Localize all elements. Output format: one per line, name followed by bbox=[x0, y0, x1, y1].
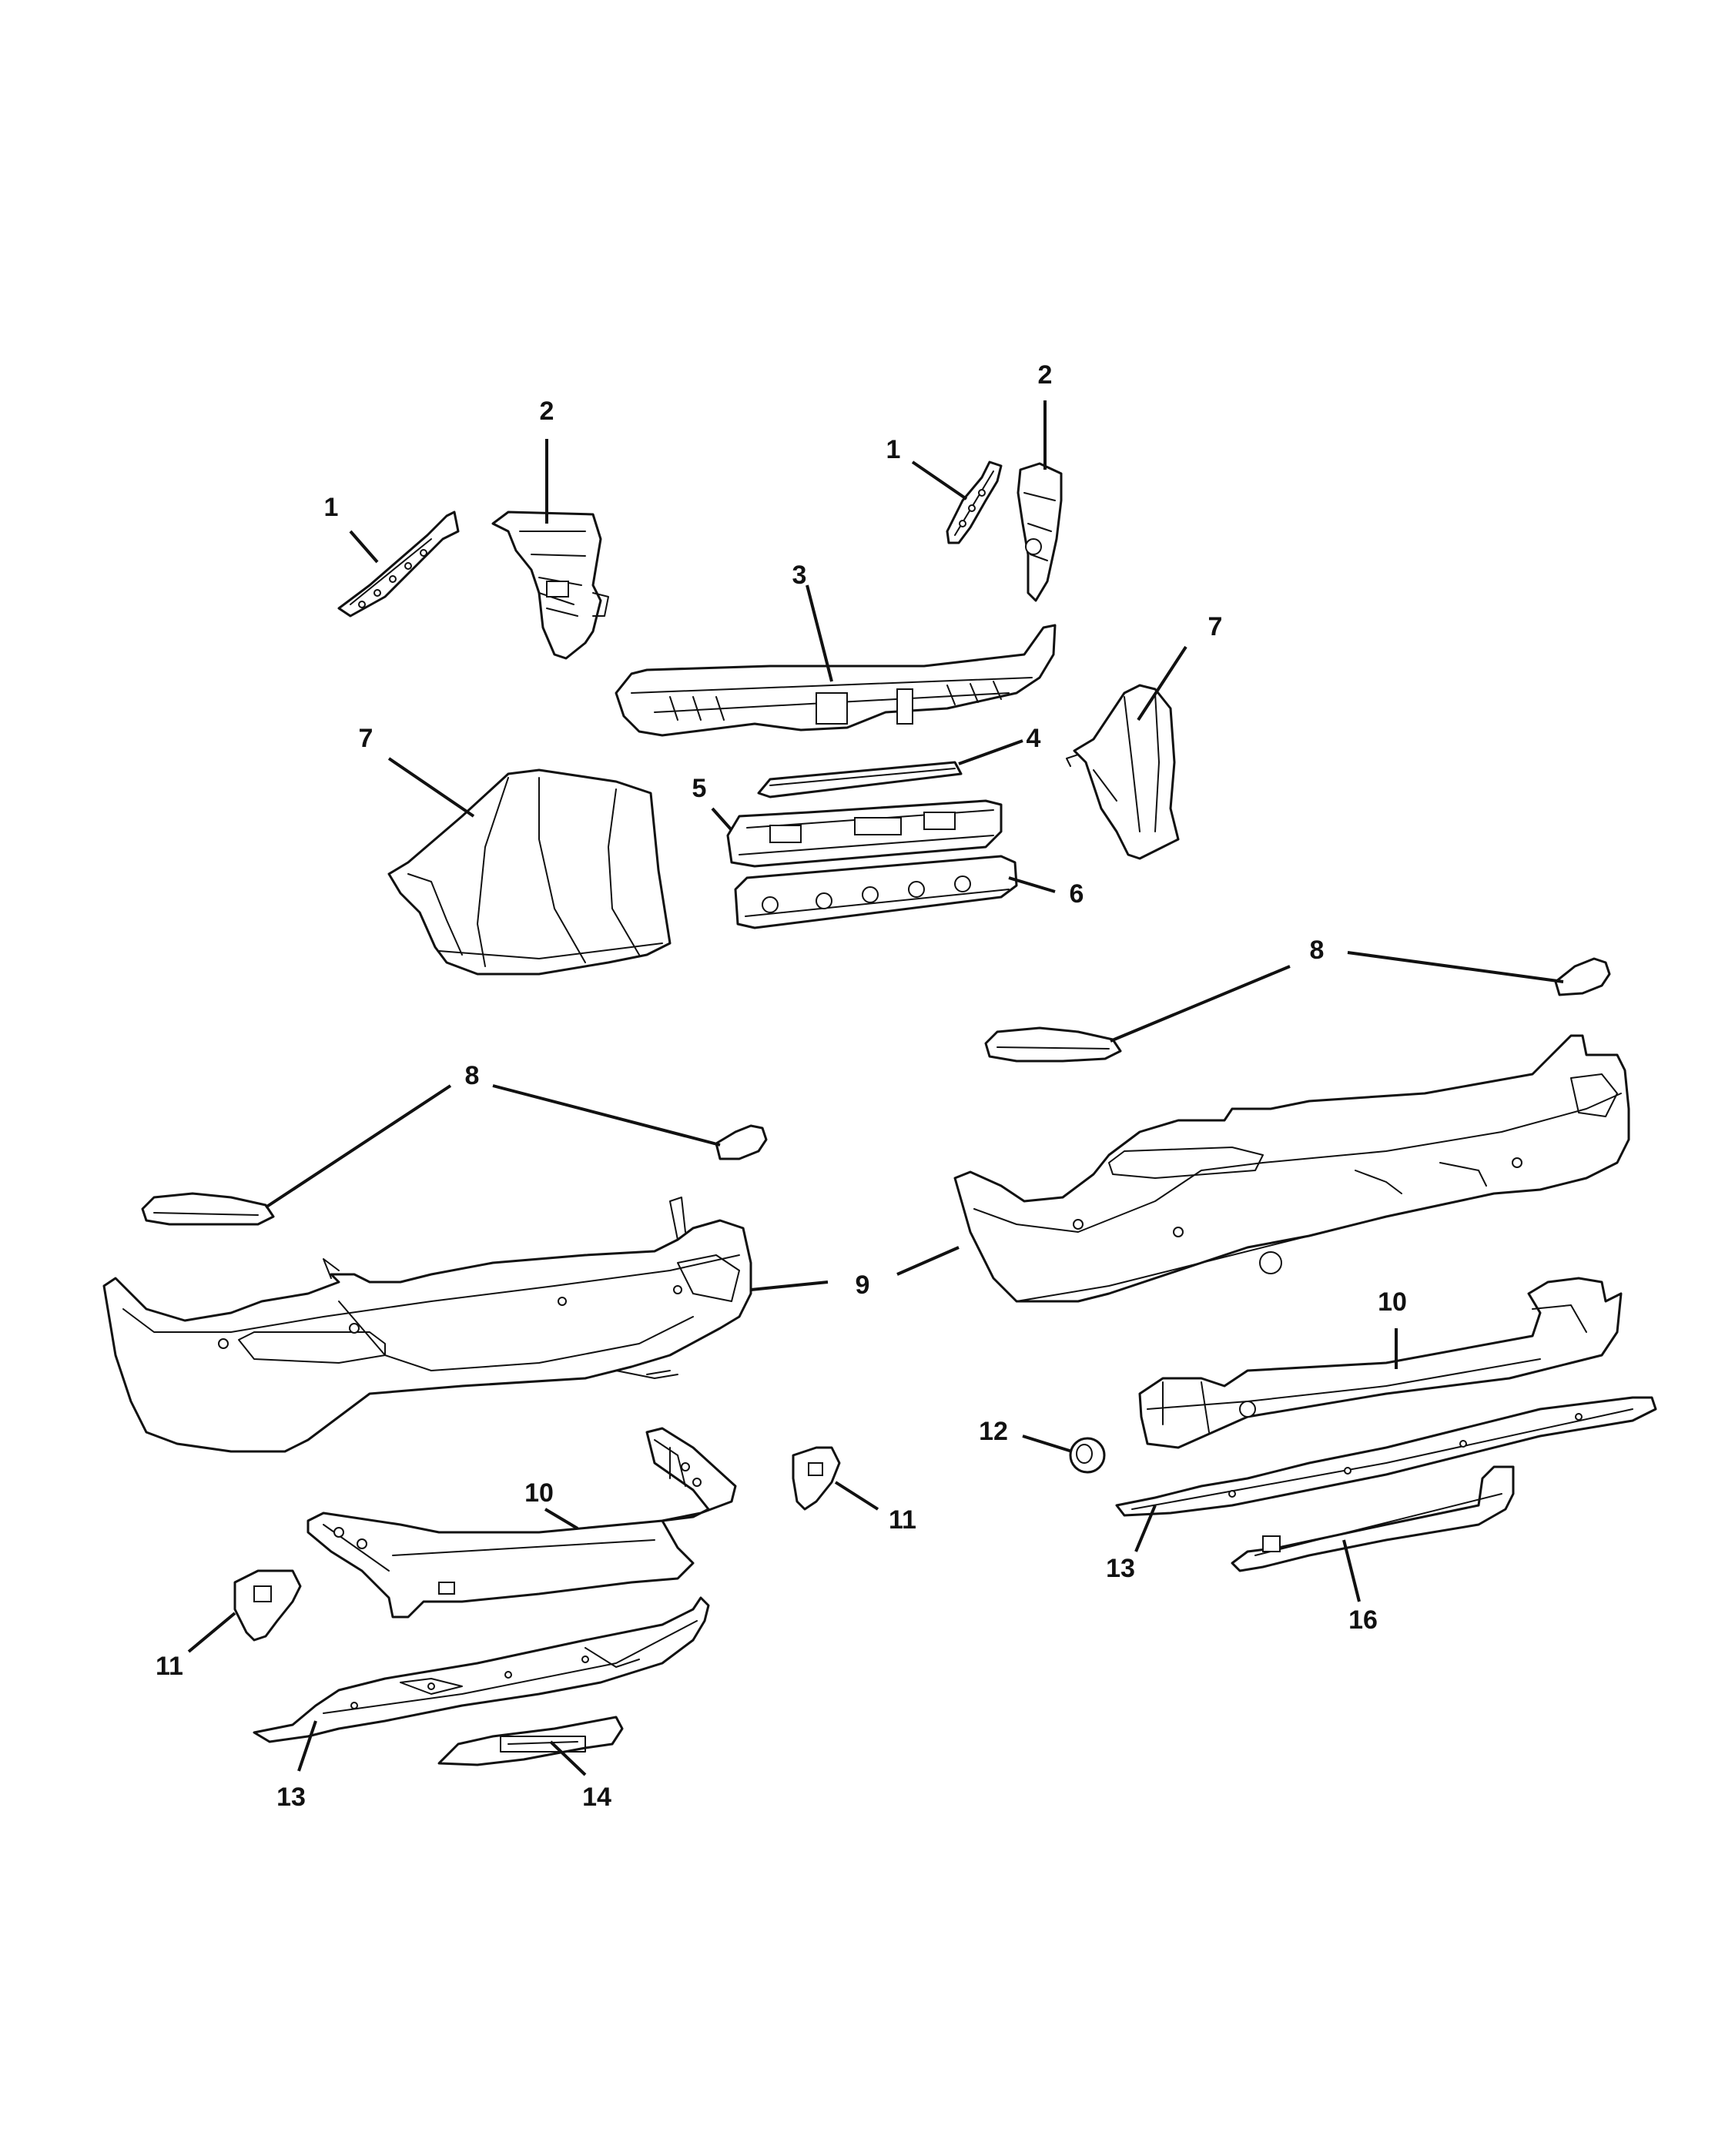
callout-11-left: 11 bbox=[156, 1652, 183, 1681]
callout-7-left: 7 bbox=[359, 724, 373, 753]
part-5-energy-absorber bbox=[726, 799, 1003, 868]
part-8-right-pad-a bbox=[984, 1026, 1122, 1063]
callout-labels: 1 1 2 2 3 4 5 6 7 7 8 8 9 10 10 11 11 12… bbox=[156, 360, 1407, 1812]
part-3-support-beam bbox=[615, 624, 1057, 737]
part-13-left-trim bbox=[253, 1596, 710, 1743]
part-7-right-corner bbox=[1066, 684, 1180, 860]
part-8-left-pad-b bbox=[715, 1124, 768, 1160]
part-12-plug bbox=[1069, 1437, 1106, 1474]
callout-8-right: 8 bbox=[1310, 936, 1325, 965]
part-2-right-bracket bbox=[1017, 462, 1063, 602]
callout-5: 5 bbox=[692, 774, 707, 803]
callout-6: 6 bbox=[1070, 879, 1084, 909]
callout-11-right: 11 bbox=[889, 1505, 916, 1535]
callout-12: 12 bbox=[979, 1417, 1008, 1446]
part-14-left-applique bbox=[437, 1716, 624, 1766]
callout-14: 14 bbox=[582, 1783, 611, 1812]
callout-16: 16 bbox=[1348, 1605, 1378, 1635]
callout-7-right: 7 bbox=[1208, 612, 1223, 641]
part-11-right-plate bbox=[792, 1446, 841, 1511]
part-10-right-beam bbox=[1138, 1277, 1623, 1449]
part-6-lower-absorber bbox=[734, 855, 1018, 929]
callout-3: 3 bbox=[792, 561, 807, 590]
part-7-left-corner bbox=[387, 768, 672, 976]
callout-10-right: 10 bbox=[1378, 1287, 1407, 1317]
part-9-right-fascia bbox=[953, 1034, 1630, 1303]
part-9-left-fascia bbox=[102, 1197, 752, 1453]
part-10-left-beam bbox=[306, 1427, 737, 1619]
part-4-strip bbox=[757, 761, 963, 798]
callout-9: 9 bbox=[856, 1270, 870, 1300]
part-8-left-pad-a bbox=[141, 1192, 275, 1226]
callout-1-left: 1 bbox=[324, 493, 339, 522]
part-1-right-bracket bbox=[946, 460, 1003, 544]
part-11-left-plate bbox=[233, 1569, 302, 1642]
callout-8-left: 8 bbox=[465, 1061, 480, 1090]
callout-2-right: 2 bbox=[1038, 360, 1053, 390]
callout-13-left: 13 bbox=[276, 1783, 306, 1812]
part-16-right-applique bbox=[1231, 1465, 1515, 1572]
leader-lines bbox=[187, 400, 1564, 1776]
part-1-left-bracket bbox=[337, 511, 460, 618]
part-2-left-bracket bbox=[491, 511, 609, 660]
callout-1-right: 1 bbox=[886, 435, 901, 464]
callout-10-left: 10 bbox=[524, 1478, 554, 1508]
callout-13-right: 13 bbox=[1106, 1554, 1135, 1583]
callout-2-left: 2 bbox=[540, 397, 554, 426]
callout-4: 4 bbox=[1027, 724, 1041, 753]
part-13-right-trim bbox=[1115, 1396, 1657, 1517]
part-8-right-pad-b bbox=[1554, 957, 1611, 996]
